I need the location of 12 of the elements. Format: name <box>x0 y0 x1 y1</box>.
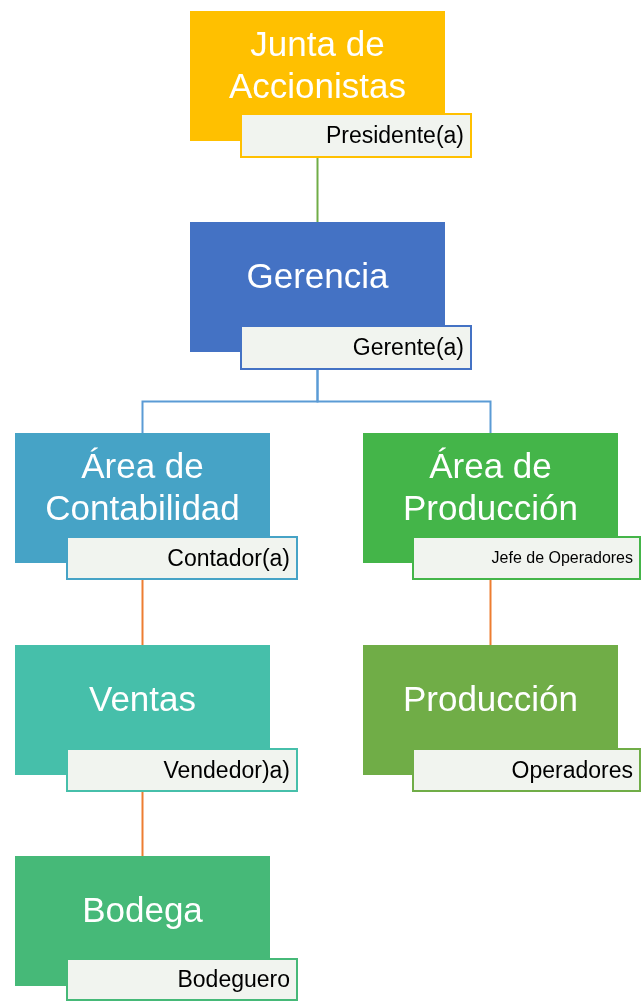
role-label: Presidente(a) <box>240 113 472 158</box>
role-label: Vendedor)a) <box>66 748 298 792</box>
role-label: Contador(a) <box>66 536 298 580</box>
role-label: Jefe de Operadores <box>412 536 641 580</box>
connector-line <box>141 791 144 857</box>
connector-line <box>316 369 492 434</box>
role-label: Gerente(a) <box>240 325 472 370</box>
connector-line <box>489 579 492 646</box>
connector-line <box>141 579 144 646</box>
role-label: Bodeguero <box>66 958 298 1001</box>
role-label: Operadores <box>412 748 641 792</box>
connector-line <box>316 157 319 223</box>
